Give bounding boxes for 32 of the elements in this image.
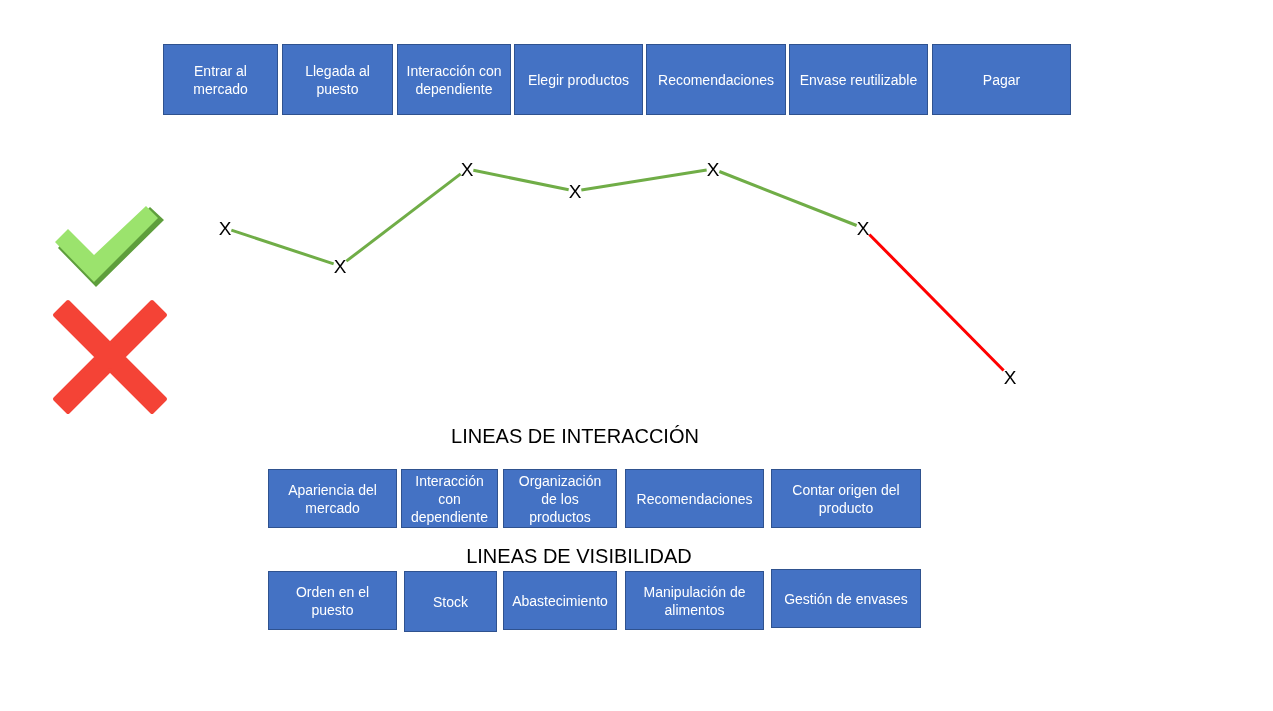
process-box: Interacción con dependiente: [401, 469, 498, 528]
stage-box: Pagar: [932, 44, 1071, 115]
stage-box: Recomendaciones: [646, 44, 786, 115]
process-box: Recomendaciones: [625, 469, 764, 528]
point-marker: X: [706, 159, 720, 179]
journey-line: [718, 170, 858, 227]
point-marker: X: [1003, 367, 1017, 387]
stage-box: Envase reutilizable: [789, 44, 928, 115]
process-box: Orden en el puesto: [268, 571, 397, 630]
process-box: Gestión de envases: [771, 569, 921, 628]
point-marker: X: [333, 256, 347, 276]
process-box: Organización de los productos: [503, 469, 617, 528]
journey-line: [345, 172, 462, 263]
stage-box: Llegada al puesto: [282, 44, 393, 115]
journey-line: [581, 168, 707, 192]
point-marker: X: [460, 159, 474, 179]
section-heading: LINEAS DE VISIBILIDAD: [466, 545, 692, 568]
point-marker: X: [856, 218, 870, 238]
stage-box: Interacción con dependiente: [397, 44, 511, 115]
process-box: Manipulación de alimentos: [625, 571, 764, 630]
process-box: Stock: [404, 571, 497, 632]
journey-line: [473, 168, 569, 192]
stage-box: Entrar al mercado: [163, 44, 278, 115]
point-marker: X: [218, 218, 232, 238]
stage-box: Elegir productos: [514, 44, 643, 115]
journey-line: [868, 233, 1005, 372]
point-marker: X: [568, 181, 582, 201]
process-box: Apariencia del mercado: [268, 469, 397, 528]
process-box: Abastecimiento: [503, 571, 617, 630]
section-heading: LINEAS DE INTERACCIÓN: [451, 425, 699, 448]
process-box: Contar origen del producto: [771, 469, 921, 528]
journey-line: [230, 228, 335, 266]
